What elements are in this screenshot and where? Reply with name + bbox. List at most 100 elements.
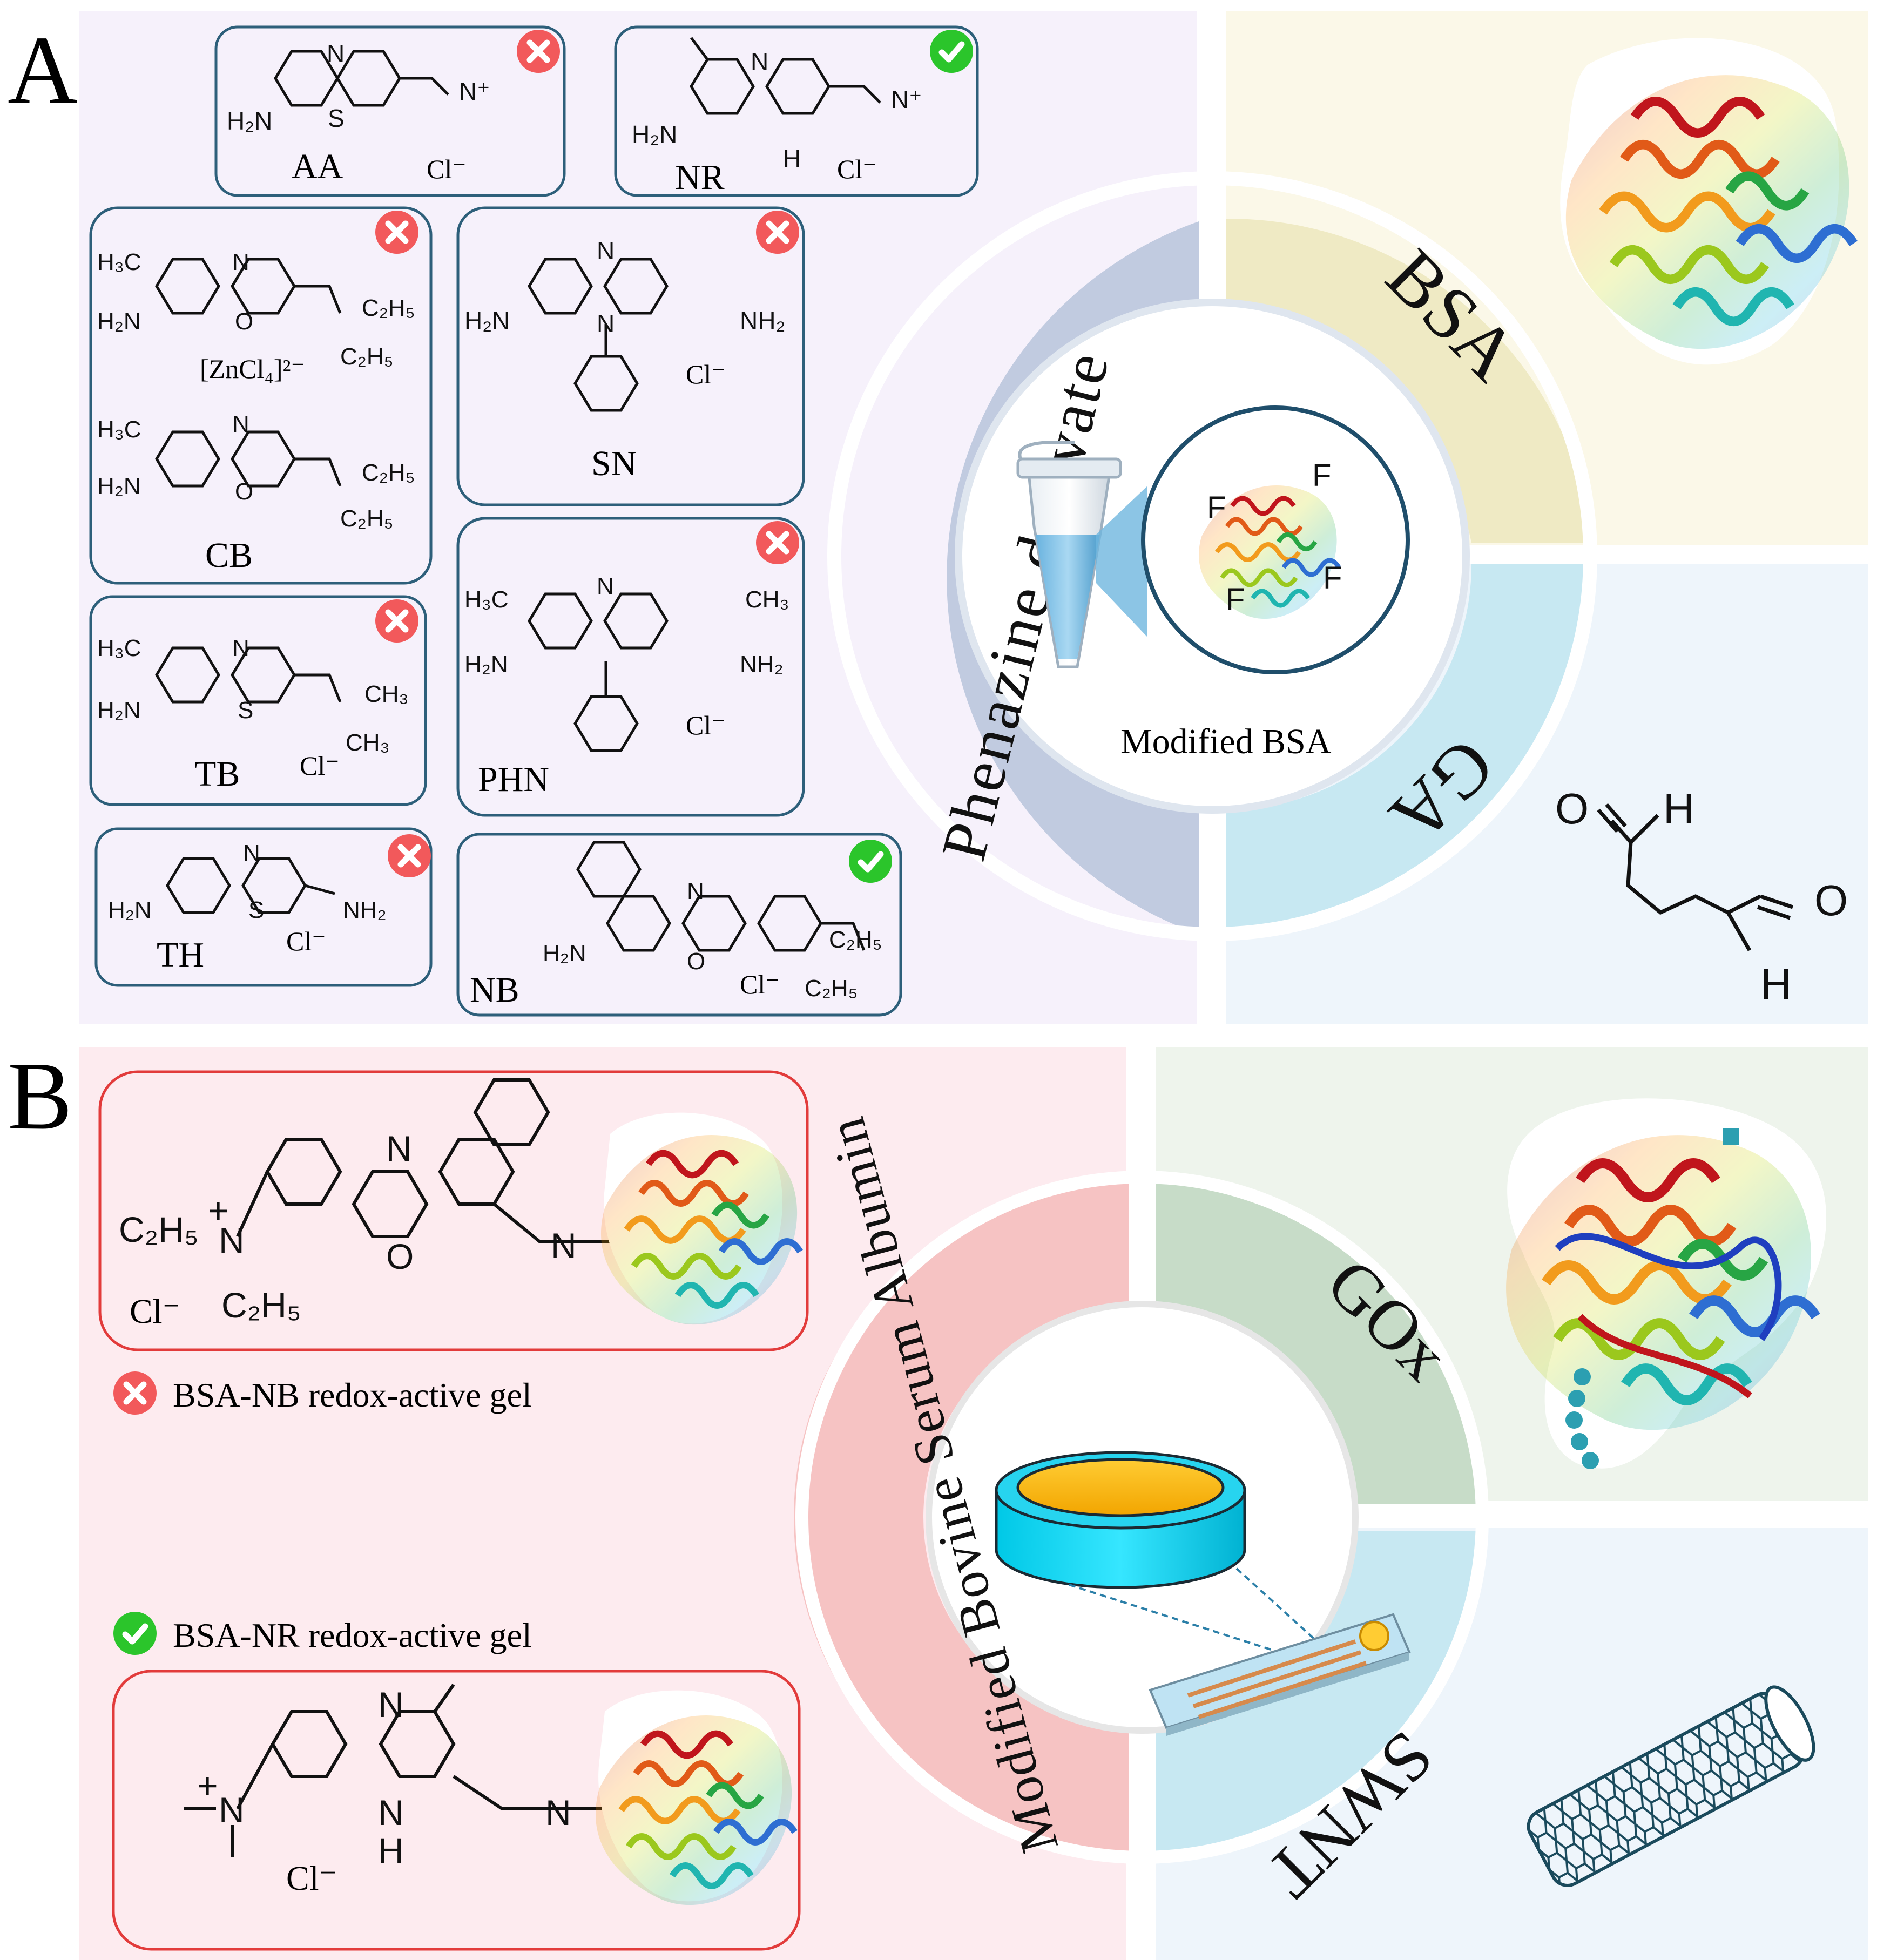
compound-tb-card: H₃C H₂N N S CH₃ CH₃ TB Cl⁻ xyxy=(89,595,427,806)
atom-label: N xyxy=(378,1793,404,1833)
atom-label: N xyxy=(243,840,260,867)
bsa-nr-gel-card: + N N N H N Cl⁻ xyxy=(112,1670,801,1951)
substituent-label: H₂N xyxy=(227,107,272,135)
atom-label: N xyxy=(378,1685,404,1725)
substituent-label: NH₂ xyxy=(740,651,784,678)
substituent-label: H₂N xyxy=(97,308,141,335)
substituent-label: H₂N xyxy=(97,473,141,499)
rejected-x-icon xyxy=(388,834,431,877)
atom-label: S xyxy=(238,697,253,724)
substituent-label: C₂H₅ xyxy=(362,459,415,486)
compound-nr-counterion: Cl⁻ xyxy=(837,154,877,184)
zoom-cone xyxy=(1096,486,1147,637)
compound-cb-counterion: [ZnCl₄]²⁻ xyxy=(200,354,305,384)
substituent-label: NH₂ xyxy=(343,897,387,923)
ga-ring-band xyxy=(1226,564,1593,937)
rejected-x-icon xyxy=(756,211,799,254)
substituent-label: C₂H₅ xyxy=(805,975,858,1002)
compound-nb-label: NB xyxy=(470,970,519,1010)
gox-glycan-beads xyxy=(1565,1128,1739,1469)
atom-label: N xyxy=(232,411,249,437)
substituent-label: H₃C xyxy=(97,249,141,275)
substituent-label: C₂H₅ xyxy=(340,505,393,532)
gox-protein xyxy=(1506,1135,1816,1430)
ga-atom-o1: O xyxy=(1555,785,1589,833)
compound-nr-label: NR xyxy=(675,158,725,197)
modified-bsa-ring-band xyxy=(794,1182,1129,1852)
substituent-label: H₂N xyxy=(464,307,510,335)
panel-a-letter: A xyxy=(8,16,78,124)
accepted-check-icon xyxy=(113,1612,157,1655)
atom-label: H xyxy=(378,1830,404,1870)
substituent-label: H₂N xyxy=(543,940,586,967)
fluorine-label: F xyxy=(1312,458,1331,493)
rejected-x-icon xyxy=(517,30,560,73)
fluorine-label: F xyxy=(1226,582,1245,617)
compound-phn-label: PHN xyxy=(478,760,549,799)
substituent-label: H₂N xyxy=(632,120,677,148)
atom-label: N⁺ xyxy=(891,85,922,113)
rejected-x-icon xyxy=(375,211,418,254)
atom-label: N xyxy=(551,1226,577,1266)
bsa-nr-gel-caption: BSA-NR redox-active gel xyxy=(173,1616,532,1654)
compound-th-label: TH xyxy=(157,935,204,975)
compound-tb-label: TB xyxy=(194,754,240,794)
substituent-label: C₂H₅ xyxy=(340,343,393,370)
bsa-ring-band xyxy=(1226,218,1593,543)
compound-phn-counterion: Cl⁻ xyxy=(686,710,726,740)
atom-label: N xyxy=(597,573,614,599)
substituent-label: C₂H₅ xyxy=(119,1209,199,1249)
substituent-label: NH₂ xyxy=(740,307,785,335)
substituent-label: CH₃ xyxy=(346,729,389,756)
compound-sn-card: H₂N N N NH₂ Cl⁻ SN xyxy=(456,206,805,506)
substituent-label: H₃C xyxy=(464,586,508,613)
charge-label: + xyxy=(197,1766,218,1806)
fluorine-label: F xyxy=(1323,560,1342,596)
compound-aa-label: AA xyxy=(292,147,343,186)
bsa-nb-gel-card: C₂H₅ + N C₂H₅ N O N Cl⁻ xyxy=(98,1070,809,1351)
compound-nb-counterion: Cl⁻ xyxy=(740,969,780,999)
atom-label: N xyxy=(386,1128,412,1168)
atom-label: O xyxy=(687,948,705,975)
bsa-nb-gel-caption: BSA-NB redox-active gel xyxy=(173,1376,532,1414)
glutaraldehyde-structure xyxy=(1597,803,1794,951)
electrode-cylinder-icon xyxy=(995,1451,1246,1589)
compound-cb-card: H₃C H₂N N O C₂H₅ C₂H₅ H₃C H₂N N O C₂H₅ C… xyxy=(89,206,433,585)
compound-th-card: H₂N N S NH₂ TH Cl⁻ xyxy=(94,827,431,987)
modified-bsa-label: Modified BSA xyxy=(1120,722,1332,761)
atom-label: N xyxy=(545,1793,571,1833)
rejected-x-icon xyxy=(113,1371,157,1415)
compound-aa-card: H₂N N S N⁺ AA Cl⁻ xyxy=(214,25,566,197)
panel-b-letter: B xyxy=(8,1042,72,1150)
atom-label: N xyxy=(219,1790,245,1830)
substituent-label: CH₃ xyxy=(745,586,789,613)
substituent-label: H₂N xyxy=(108,897,152,923)
substituent-label: H₂N xyxy=(464,651,508,678)
gox-ring-band xyxy=(1156,1182,1485,1504)
substituent-label: H₃C xyxy=(97,635,141,661)
compound-phn-card: H₃C H₂N N CH₃ NH₂ Cl⁻ PHN xyxy=(456,517,805,817)
atom-label: N xyxy=(751,48,768,76)
nb-gel-counterion: Cl⁻ xyxy=(130,1292,180,1330)
substituent-label: C₂H₅ xyxy=(221,1285,301,1325)
substituent-label: H₃C xyxy=(97,416,141,443)
fluorine-labels: F F F F xyxy=(1207,458,1342,617)
substituent-label: CH₃ xyxy=(364,681,408,707)
compound-nb-card: H₂N N O C₂H₅ C₂H₅ NB Cl⁻ xyxy=(456,833,902,1017)
fluorine-label: F xyxy=(1207,490,1226,525)
atom-label: N xyxy=(597,236,615,265)
carbon-nanotube-icon xyxy=(1527,1685,1815,1887)
atom-label: N xyxy=(327,39,345,67)
charge-label: + xyxy=(208,1191,229,1231)
compound-sn-label: SN xyxy=(591,444,637,483)
atom-label: S xyxy=(328,104,345,132)
compound-th-counterion: Cl⁻ xyxy=(286,926,326,956)
ga-atom-o2: O xyxy=(1814,876,1848,924)
rejected-x-icon xyxy=(375,599,418,643)
screen-printed-electrode-icon xyxy=(1149,1613,1411,1736)
panel-b: B Modified Bovine Serum Albumin GOx SWNT xyxy=(8,1042,1868,1960)
atom-label: N xyxy=(232,249,249,275)
substituent-label: C₂H₅ xyxy=(362,295,415,321)
substituent-label: H₂N xyxy=(97,697,141,724)
